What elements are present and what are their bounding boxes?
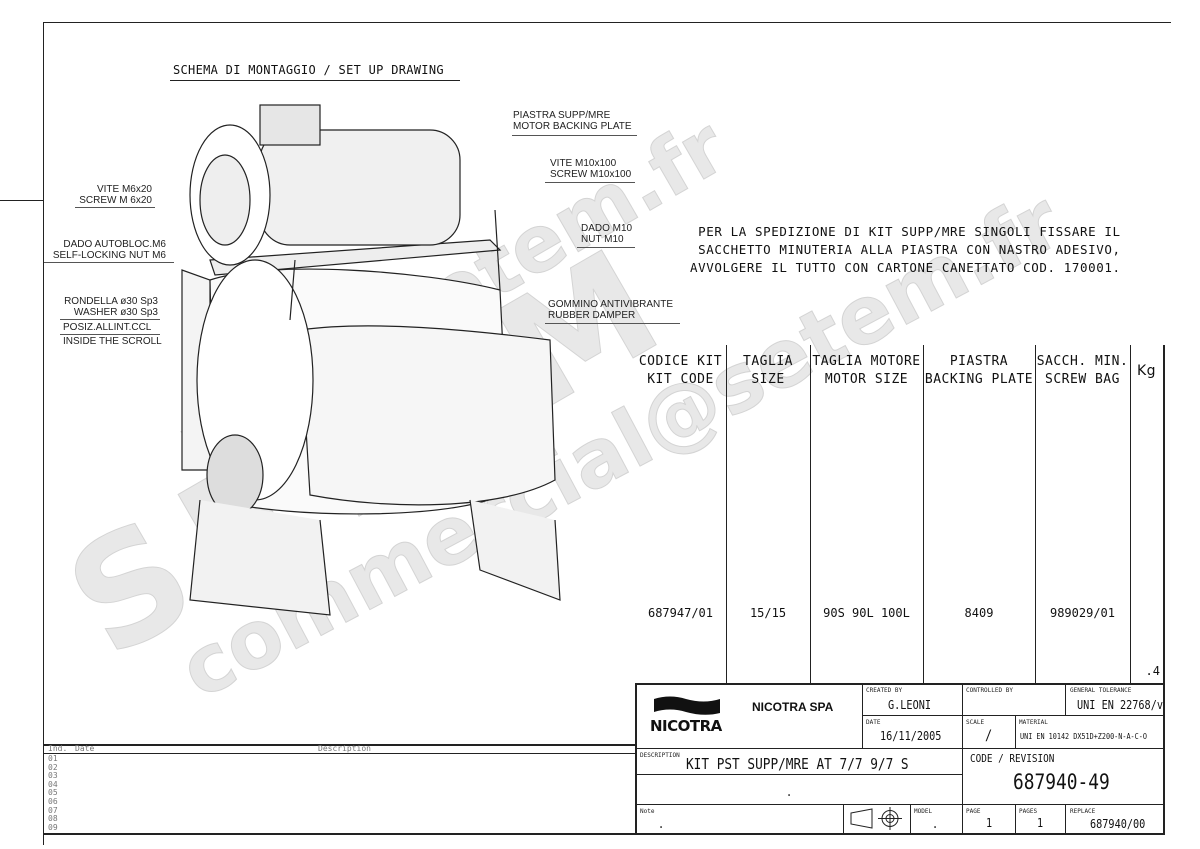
- front-foot: [189, 499, 331, 616]
- cell-motor-size: 90S 90L 100L: [823, 606, 910, 620]
- nicotra-logo-text: NICOTRA: [650, 717, 722, 735]
- description: KIT PST SUPP/MRE AT 7/7 9/7 S: [686, 755, 909, 773]
- housing-body: [299, 325, 556, 506]
- cell-kg: .4: [1145, 664, 1160, 678]
- fold-mark: [0, 200, 43, 201]
- cell-size: 15/15: [749, 606, 787, 620]
- pages: 1: [1037, 816, 1044, 830]
- terminal-box: [259, 104, 321, 146]
- nicotra-logo-wave: [654, 696, 720, 715]
- code-revision: 687940-49: [1013, 770, 1110, 794]
- page: 1: [986, 816, 993, 830]
- note: .: [658, 817, 665, 831]
- code-revision-label: CODE / REVISION: [970, 752, 1055, 765]
- motor-plate: [209, 239, 502, 276]
- created-by: G.LEONI: [888, 698, 931, 712]
- motor-body: [259, 129, 461, 246]
- cell-backing-plate: 8409: [964, 606, 994, 620]
- model: .: [932, 817, 939, 831]
- frame-left: [43, 22, 44, 845]
- header-screw-bag: SACCH. MIN.SCREW BAG: [1036, 354, 1129, 387]
- general-tolerance: UNI EN 22768/v: [1077, 698, 1163, 712]
- title-underline: [170, 80, 460, 81]
- cell-screw-bag: 989029/01: [1049, 606, 1116, 620]
- frame-top: [43, 22, 1171, 23]
- replace: 687940/00: [1090, 817, 1146, 831]
- fan-assembly-drawing: [181, 104, 561, 616]
- material: UNI EN 10142 DX51D+Z200-N-A-C-O: [1020, 732, 1147, 741]
- projection-symbol-icon: [850, 807, 902, 830]
- shipping-note: PER LA SPEDIZIONE DI KIT SUPP/MRE SINGOL…: [690, 224, 1121, 275]
- date: 16/11/2005: [880, 729, 942, 743]
- company-name: NICOTRA SPA: [752, 700, 834, 714]
- rear-foot: [469, 499, 561, 601]
- scale: /: [985, 728, 993, 744]
- description-line-2: .: [786, 785, 793, 799]
- cell-kit-code: 687947/01: [647, 606, 714, 620]
- drawing-title: SCHEMA DI MONTAGGIO / SET UP DRAWING: [173, 63, 444, 77]
- header-kg: Kg: [1136, 363, 1157, 379]
